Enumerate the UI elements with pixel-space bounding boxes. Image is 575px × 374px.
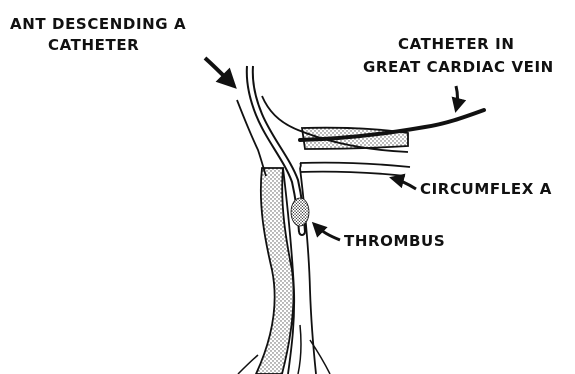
arrow-great-cardiac-vein <box>456 86 458 110</box>
great-cardiac-vein-left <box>256 168 294 374</box>
arrow-ant-descending <box>205 58 234 86</box>
thrombus-mass <box>291 198 309 226</box>
lad-branch-left <box>238 355 258 374</box>
lad-branch-right <box>310 340 330 374</box>
lad-branch-mid <box>298 325 301 374</box>
junction-curve <box>300 163 301 168</box>
arrow-thrombus <box>314 224 340 240</box>
arrow-circumflex <box>392 178 416 189</box>
circumflex-lower-wall <box>300 172 405 176</box>
circumflex-upper-wall <box>300 163 410 167</box>
lad-catheter-tip <box>299 232 305 235</box>
